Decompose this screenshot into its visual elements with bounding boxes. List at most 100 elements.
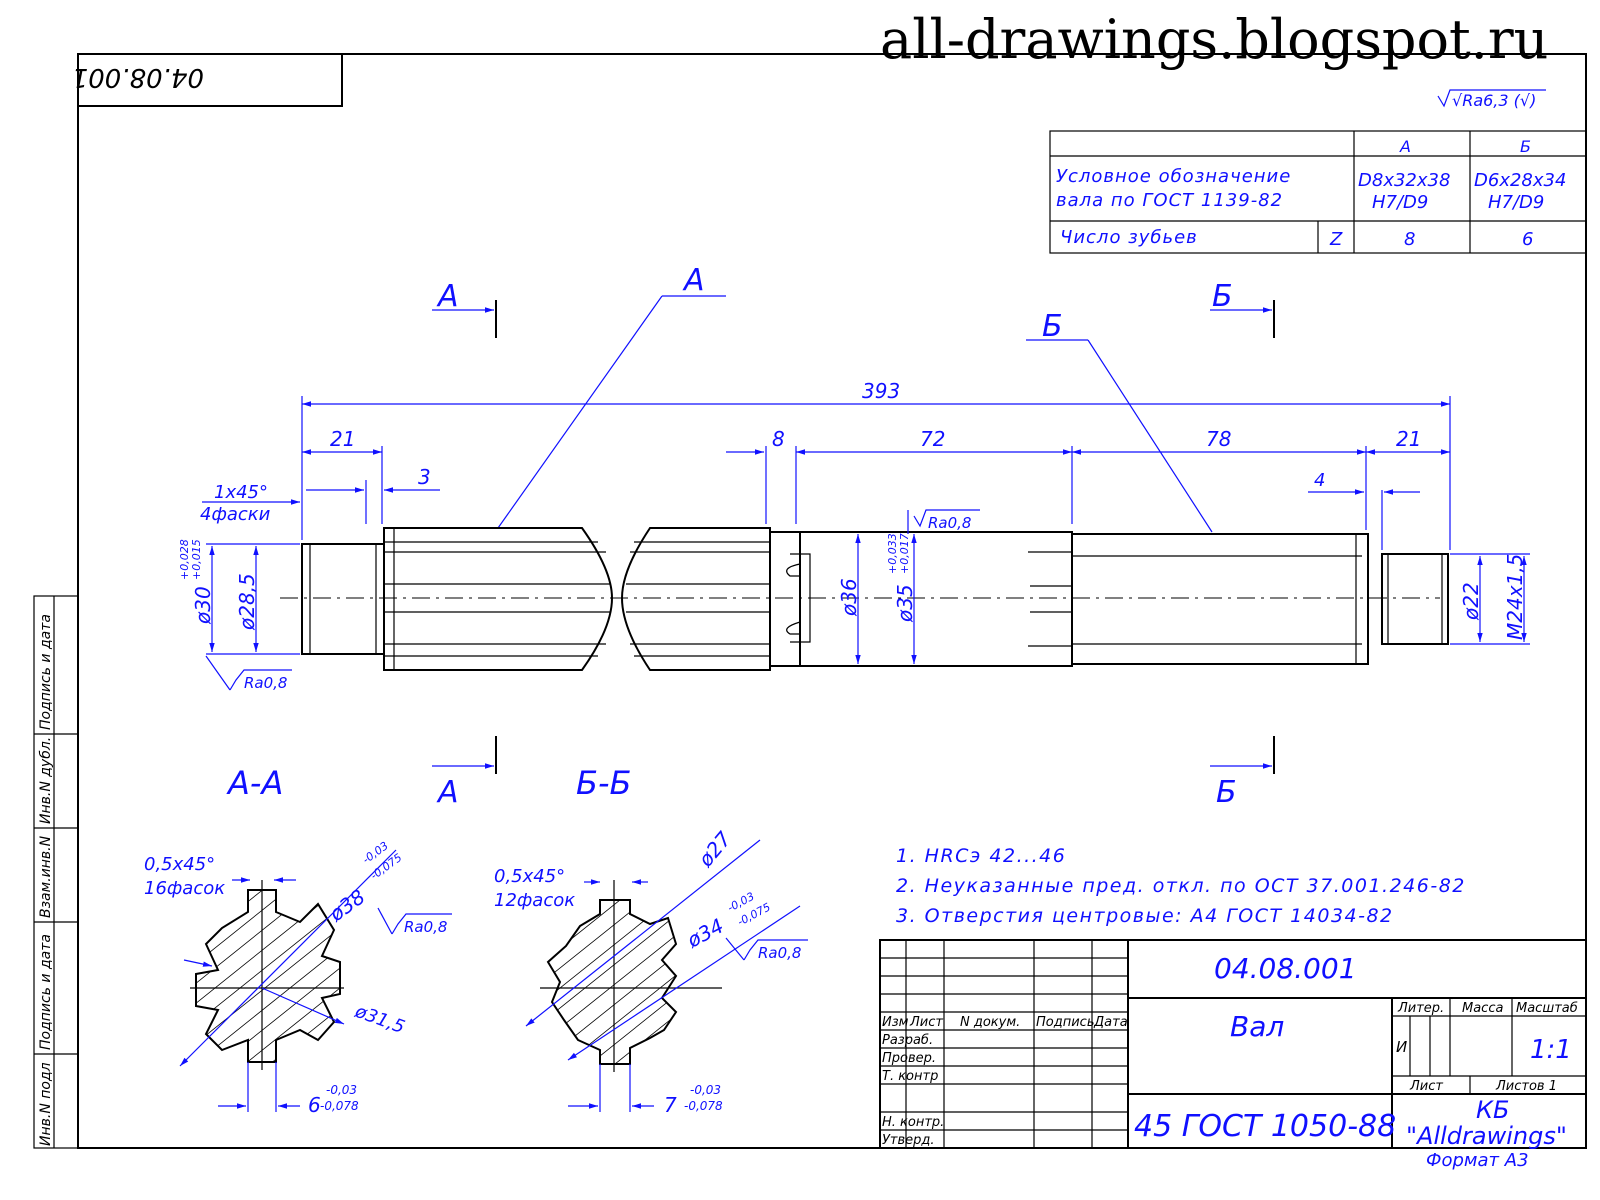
table-col-b: Б — [1520, 137, 1531, 156]
drawing-label: 0,5x45° — [144, 854, 215, 875]
left-strip: Инв.N подл Подпись и дата Взам.инв.N Инв… — [33, 595, 79, 1149]
drawing-label: 3 — [418, 465, 431, 489]
drawing-label: +0,028 — [178, 539, 191, 580]
stamp-box — [77, 53, 343, 107]
drawing-label: 393 — [862, 379, 900, 403]
general-roughness: √Ra6,3 (√) — [1437, 89, 1546, 110]
drawing-label: -0,078 — [320, 1099, 359, 1113]
drawing-label: -0,03 — [690, 1083, 721, 1097]
drawing-label: ø22 — [1459, 582, 1483, 621]
drawing-label: +0,017 — [898, 533, 911, 574]
table-row2-label: Число зубьев — [1060, 227, 1198, 248]
title-block: Изм Лист N докум. Подпись Дата Разраб. П… — [879, 939, 1587, 1150]
table-row1-label: вала по ГОСТ 1139-82 — [1056, 190, 1283, 211]
table-row2-a: 8 — [1404, 229, 1415, 250]
tb-scale-label: Масштаб — [1516, 1001, 1578, 1016]
drawing-label: 0,5x45° — [494, 866, 565, 887]
drawing-label: А — [436, 279, 459, 314]
strip-label: Инв.N дубл. — [38, 737, 54, 824]
tb-material: 45 ГОСТ 1050-88 — [1134, 1109, 1396, 1144]
drawing-label: √Ra6,3 (√) — [1452, 91, 1536, 110]
tb-mass-label: Масса — [1462, 1001, 1503, 1016]
drawing-label: ø35 — [893, 584, 917, 623]
tb-company: КБ — [1476, 1096, 1510, 1124]
main-dimensions: 393 21 3 1x45° 4фаски 8 72 78 21 4 ø30 +… — [178, 379, 1530, 692]
shaft-main-view — [280, 527, 1449, 671]
drawing-label: 8 — [772, 427, 785, 451]
table-row2-sym: Z — [1329, 229, 1343, 250]
drawing-label: M24x1,5 — [1503, 554, 1527, 640]
tb-sheet: Лист — [1409, 1079, 1443, 1094]
tb-company: "Alldrawings" — [1406, 1122, 1567, 1150]
note: 2. Неуказанные пред. откл. по ОСТ 37.001… — [896, 875, 1466, 897]
drawing-label: 16фасок — [144, 878, 225, 899]
drawing-label: А — [682, 263, 705, 298]
tb-header: Изм — [882, 1015, 909, 1030]
drawing-label: Б — [1042, 309, 1063, 344]
drawing-label: 21 — [330, 427, 355, 451]
tb-role: Разраб. — [882, 1033, 933, 1048]
table-a-value: D8x32x38 — [1358, 170, 1450, 191]
strip-label: Подпись и дата — [38, 614, 54, 730]
drawing-label: ø28,5 — [235, 573, 259, 631]
technical-notes: 1. HRCэ 42...46 2. Неуказанные пред. отк… — [896, 845, 1466, 927]
drawing-label: -0,078 — [684, 1099, 723, 1113]
drawing-label: Б — [1216, 775, 1237, 810]
table-b-value: D6x28x34 — [1474, 170, 1566, 191]
section-aa-view: 0,5x45° 16фасок ø38 -0,03 -0,075 ø31,5 R… — [144, 839, 452, 1117]
drawing-label: Ra0,8 — [758, 944, 801, 962]
tb-part-name: Вал — [1230, 1010, 1284, 1043]
drawing-label: 4 — [1314, 470, 1325, 491]
site-watermark: all-drawings.blogspot.ru — [880, 8, 1549, 71]
drawing-label: А — [436, 775, 459, 810]
drawing-label: Ra0,8 — [928, 514, 971, 532]
note: 3. Отверстия центровые: А4 ГОСТ 14034-82 — [896, 905, 1394, 927]
table-row2-b: 6 — [1522, 229, 1533, 250]
tb-role: Н. контр. — [882, 1115, 944, 1130]
drawing-label: ø34 — [682, 914, 727, 953]
drawing-label: ø30 — [191, 586, 215, 625]
tb-designation: 04.08.001 — [1214, 952, 1357, 985]
drawing-label: 1x45° — [214, 482, 268, 503]
drawing-label: Б — [1212, 279, 1233, 314]
drawing-label: 4фаски — [200, 504, 271, 525]
table-a-value: H7/D9 — [1372, 192, 1428, 213]
drawing-label: 7 — [664, 1093, 677, 1117]
strip-label: Инв.N подл — [38, 1062, 54, 1146]
spline-table: А Б Условное обозначение вала по ГОСТ 11… — [1049, 130, 1587, 254]
table-col-a: А — [1399, 137, 1411, 156]
drawing-label: ø38 — [324, 884, 369, 926]
drawing-label: 12фасок — [494, 890, 575, 911]
tb-role: Провер. — [882, 1051, 936, 1066]
strip-label: Взам.инв.N — [38, 835, 54, 918]
section-bb-view: 0,5x45° 12фасок ø27 ø34 -0,03 -0,075 Ra0… — [494, 827, 808, 1117]
table-b-value: H7/D9 — [1488, 192, 1544, 213]
section-title-aa: А-А — [226, 764, 283, 802]
tb-header: Дата — [1093, 1015, 1128, 1030]
tb-header: N докум. — [960, 1015, 1020, 1030]
strip-label: Подпись и дата — [38, 934, 54, 1050]
drawing-label: 21 — [1396, 427, 1421, 451]
tb-format: Формат А3 — [1426, 1150, 1529, 1171]
drawing-label: Ra0,8 — [404, 918, 447, 936]
drawing-label: -0,03 — [326, 1083, 357, 1097]
tb-header: Лист — [909, 1015, 943, 1030]
section-title-bb: Б-Б — [576, 764, 631, 802]
drawing-label: ø31,5 — [351, 1001, 407, 1039]
note: 1. HRCэ 42...46 — [896, 845, 1066, 867]
tb-scale-value: 1:1 — [1530, 1035, 1572, 1065]
table-row1-label: Условное обозначение — [1056, 166, 1291, 187]
drawing-label: 78 — [1206, 427, 1231, 451]
tb-role: Утверд. — [882, 1133, 935, 1148]
drawing-label: ø36 — [837, 578, 861, 617]
tb-liter-value: И — [1396, 1038, 1407, 1056]
tb-sheets: Листов 1 — [1495, 1079, 1557, 1094]
stamp-mirror-text: 04.08.001 — [72, 62, 204, 92]
drawing-label: ø27 — [693, 827, 736, 872]
tb-role: Т. контр — [882, 1069, 938, 1084]
drawing-label: 72 — [920, 427, 945, 451]
tb-header: Подпись — [1036, 1015, 1094, 1030]
section-markers: А Б А Б А Б — [432, 263, 1275, 810]
drawing-label: +0,015 — [190, 539, 203, 580]
